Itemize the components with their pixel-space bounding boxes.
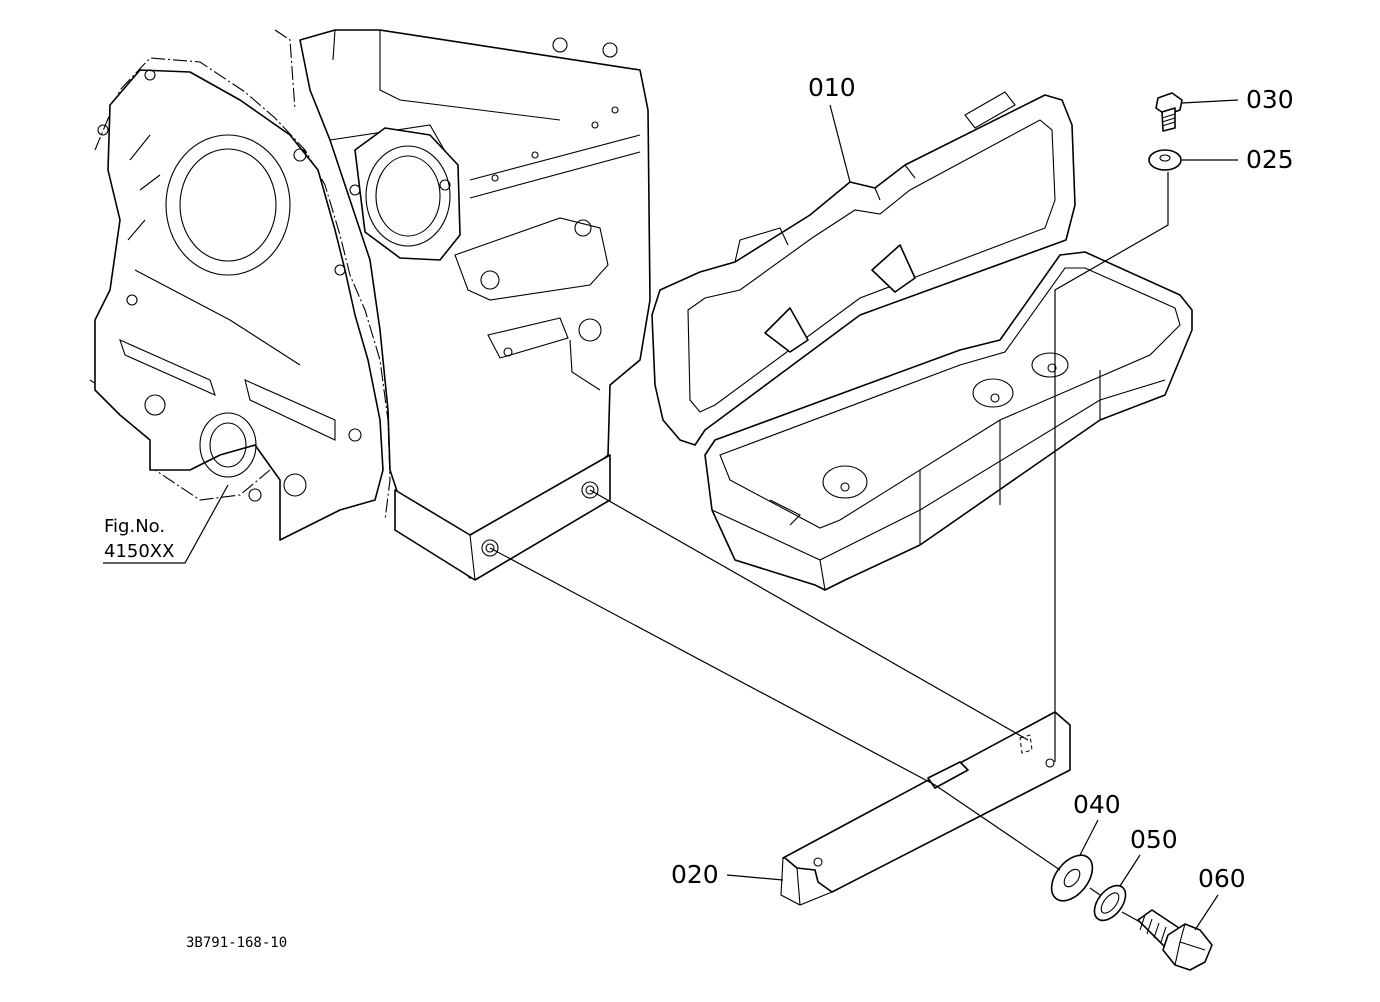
label-010: 010 [808,73,856,102]
washer-part-025 [1148,149,1182,171]
label-060: 060 [1198,864,1246,893]
label-040: 040 [1073,790,1121,819]
figure-reference: Fig.No. 4150XX [104,516,174,562]
bracket-part-020 [780,711,1071,906]
drawing-code: 3B791-168-10 [186,935,287,951]
tool-box-part-010 [651,91,1193,591]
callout-labels: 010 030 025 040 050 060 020 [671,73,1294,893]
label-050: 050 [1130,825,1178,854]
label-030: 030 [1246,85,1294,114]
bolt-part-030 [1155,92,1183,132]
engine-case-illustration [89,29,651,581]
bolt-part-060 [1137,909,1213,971]
assembly-lines [489,172,1169,923]
spring-washer-part-050 [1093,884,1127,922]
label-020: 020 [671,860,719,889]
figure-reference-line-2: 4150XX [104,541,174,562]
washer-part-040 [1050,854,1094,902]
figure-reference-line-1: Fig.No. [104,516,165,537]
label-025: 025 [1246,145,1294,174]
leader-lines [103,99,1239,931]
